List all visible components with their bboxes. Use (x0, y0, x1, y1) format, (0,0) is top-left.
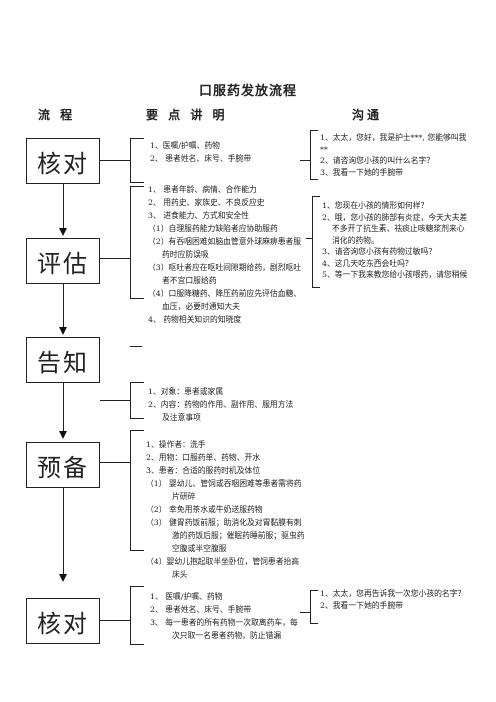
points-bracket-1 (130, 138, 131, 182)
points-bracket-4 (130, 430, 131, 550)
page-title: 口服药发放流程 (198, 84, 297, 99)
point-item: 2、 患者姓名、床号、手腕带 (150, 605, 252, 614)
point-item: （2） 幸免用茶水或牛奶送服药物 (146, 505, 263, 514)
header-communication: 沟通 (352, 108, 383, 122)
point-item: 2、 患者姓名、床号、手腕带 (150, 154, 252, 163)
comm-item: 1、您现在小孩的情形如何样？ (322, 201, 429, 210)
box-to-bracket-line-2 (100, 258, 130, 259)
comm-item: 1、太太，您再告诉我一次您小孩的名字？ (320, 589, 466, 598)
box-to-bracket-line-4 (100, 462, 130, 463)
comm-list-1: 1、太太，您好，我是护士***, 您能够叫我** 2、请咨询您小孩的叫什么名字？… (320, 132, 470, 178)
point-item: 2、内容：药物的作用、副作用、服用方法及注意事项 (148, 400, 294, 422)
points-list-4: 1、操作者：洗手 2、用物：口服药单、药物、开水 3、患者：合适的服药时机及体位… (146, 438, 306, 581)
points-bracket-3 (130, 382, 131, 418)
comm-item: 5、等一下我来教您给小孩喂药，请您稍候 (322, 270, 468, 279)
tick-line (130, 346, 142, 347)
point-item: 1、操作者：洗手 (146, 440, 206, 449)
comm-item: 2、哦，您小孩的肺部有炎症，今天大夫差不多开了抗生素、祛痰止咳糖浆剂来心消化的药… (322, 212, 468, 245)
point-item: 3、患者：合适的服药时机及体位 (146, 466, 261, 475)
points-to-notes-line-1 (300, 160, 310, 161)
point-item: （1）自理服药能力缺陷者应协助服药 (148, 224, 278, 233)
stage-box-assess: 评估 (26, 238, 100, 284)
points-list-2: 1、 患者年龄、病情、合作能力 2、 用药史、家族史、不良反应史 3、 进食能力… (148, 183, 306, 326)
arrow-down-icon (59, 327, 67, 335)
stage-box-verify-1: 核对 (26, 138, 100, 184)
points-bracket-5 (130, 586, 131, 644)
box-to-bracket-line-5 (100, 620, 130, 621)
comm-list-2: 1、您现在小孩的情形如何样？ 2、哦，您小孩的肺部有炎症，今天大夫差不多开了抗生… (322, 200, 472, 286)
comm-list-5: 1、太太，您再告诉我一次您小孩的名字？ 2、我看一下她的手腕带 (320, 588, 470, 611)
stage-box-inform: 告知 (26, 337, 100, 383)
comm-item: 2、我看一下她的手腕带 (320, 600, 403, 610)
point-item: 1、医嘱/护嘱、药物 (150, 141, 220, 150)
comm-item: 1、太太，您好，我是护士***, 您能够叫我** (320, 133, 467, 154)
notes-bracket-2 (312, 196, 320, 288)
comm-item: 2、请咨询您小孩的叫什么名字？ (320, 156, 435, 165)
point-item: （2）有吞咽困难如脑血管意外球麻痹患者服药时应防误吸 (148, 237, 302, 259)
point-item: （3） 健胃药饭前服；助消化及对胃黏膜有刺激的药饭后服；催眠药睡前服；驱虫药空腹… (146, 518, 305, 553)
connector-line-4 (63, 488, 64, 576)
point-item: 1、 患者年龄、病情、合作能力 (148, 185, 257, 194)
points-list-3: 1、对象：患者或家属 2、内容：药物的作用、副作用、服用方法及注意事项 (148, 385, 300, 424)
points-to-notes-line-5 (300, 612, 310, 613)
box-to-bracket-line-3 (100, 400, 130, 401)
point-item: 2、用物：口服药单、药物、开水 (146, 453, 261, 462)
comm-item: 4、这几天吃东西会吐吗？ (322, 258, 413, 268)
notes-bracket-5 (310, 590, 318, 624)
stage-box-verify-2: 核对 (26, 598, 100, 644)
comm-item: 3、请咨询您小孩有药物过敏吗？ (322, 247, 437, 256)
point-item: 2、 用药史、家族史、不良反应史 (148, 198, 265, 207)
point-item: 3、 进食能力、方式和安全性 (148, 211, 250, 220)
points-list-5: 1、 医嘱/护嘱、药物 2、 患者姓名、床号、手腕带 3、 每一患者的所有药物一… (150, 590, 300, 642)
connector-line-3 (63, 383, 64, 433)
point-item: 1、 医嘱/护嘱、药物 (150, 592, 223, 601)
point-item: （1） 婴幼儿、管饲或吞咽困难等患者需将药片研碎 (146, 479, 302, 501)
header-points: 要 点 讲 明 (146, 108, 228, 122)
header-flow: 流 程 (38, 108, 76, 122)
arrow-down-icon (59, 574, 67, 582)
arrow-down-icon (59, 431, 67, 439)
point-item: （3）呕吐者应在呕吐间隙期给药，剧烈呕吐者不宜口服给药 (148, 263, 302, 285)
point-item: 4、 药物相关知识的知晓度 (148, 315, 242, 324)
notes-bracket-1 (310, 130, 318, 180)
points-to-notes-line-2 (306, 238, 312, 239)
comm-item: 3、我看一下她的手腕带 (320, 167, 403, 177)
point-item: 1、对象：患者或家属 (148, 387, 224, 396)
point-item: （4）口服降糖药、降压药前应先评估血糖、血压，必要时通知大夫 (148, 289, 302, 311)
box-to-bracket-line-1 (100, 160, 130, 161)
connector-line-1 (63, 184, 64, 232)
connector-line-2 (63, 284, 64, 330)
point-item: （4）婴幼儿抱起取半坐卧位，管饲患者抬高床头 (146, 557, 300, 579)
arrow-down-icon (59, 228, 67, 236)
points-bracket-2 (130, 186, 131, 298)
stage-box-prepare: 预备 (26, 442, 100, 488)
points-list-1: 1、医嘱/护嘱、药物 2、 患者姓名、床号、手腕带 (150, 139, 300, 165)
point-item: 3、 每一患者的所有药物一次取离药车，每次只取一名患者药物，防止错漏 (150, 618, 298, 640)
